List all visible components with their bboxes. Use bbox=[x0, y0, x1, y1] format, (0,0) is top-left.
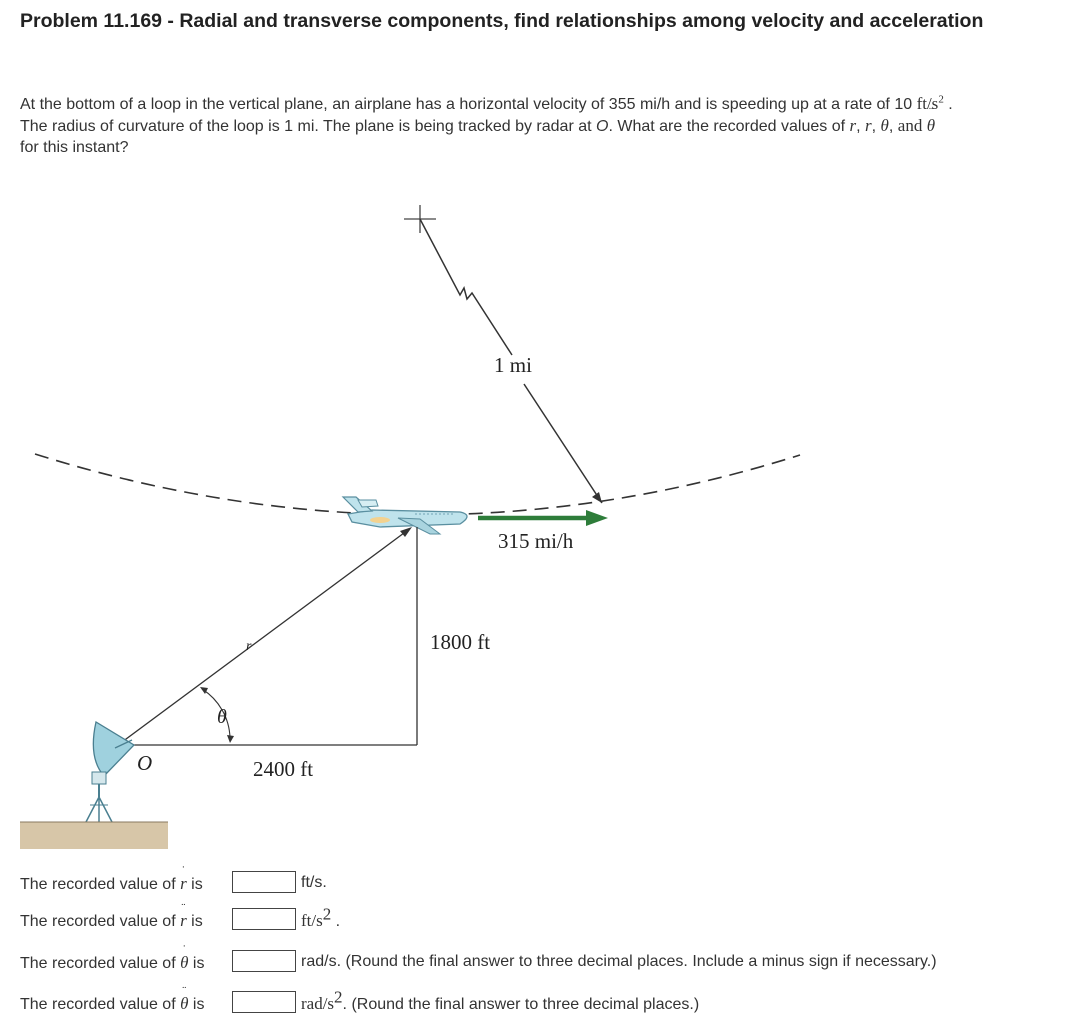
radius-arrowhead bbox=[592, 492, 602, 503]
radius-line bbox=[419, 218, 513, 356]
distance-label: 2400 ft bbox=[253, 757, 313, 781]
r-dot-unit: ft/s. bbox=[301, 874, 327, 891]
theta-arrowhead-top bbox=[200, 687, 208, 694]
r-ddot-answer-input[interactable] bbox=[232, 908, 296, 930]
theta-ddot-answer-input[interactable] bbox=[232, 991, 296, 1013]
theta-dot-answer-input[interactable] bbox=[232, 950, 296, 972]
statement-line-1: At the bottom of a loop in the vertical … bbox=[20, 93, 953, 113]
origin-label: O bbox=[137, 751, 152, 775]
r-dot-symbol: r˙ bbox=[180, 863, 187, 893]
statement-line-2: The radius of curvature of the loop is 1… bbox=[20, 104, 936, 135]
theta-arc bbox=[201, 688, 231, 739]
r-label: r bbox=[246, 639, 252, 654]
r-ddot-unit: ft/s2 . bbox=[301, 904, 341, 930]
radar-dish-icon bbox=[85, 720, 136, 823]
theta-label: θ bbox=[217, 706, 227, 728]
problem-statement: At the bottom of a loop in the vertical … bbox=[20, 93, 1065, 158]
radius-label: 1 mi bbox=[494, 353, 532, 377]
r-dot-answer-input[interactable] bbox=[232, 871, 296, 893]
speed-label: 315 mi/h bbox=[498, 529, 574, 553]
accel-unit: ft/s2 bbox=[916, 93, 944, 113]
ground bbox=[20, 822, 168, 849]
theta-dot-unit: rad/s. (Round the final answer to three … bbox=[301, 953, 937, 970]
r-dot-symbol: r˙ bbox=[849, 104, 857, 135]
loop-path bbox=[34, 453, 801, 516]
theta-dot-symbol: θ˙ bbox=[880, 104, 889, 135]
airplane-icon bbox=[341, 496, 468, 535]
problem-title: Problem 11.169 - Radial and transverse c… bbox=[20, 10, 984, 32]
theta-ddot-unit: rad/s2. (Round the final answer to three… bbox=[301, 987, 700, 1013]
statement-line-3: for this instant? bbox=[20, 139, 129, 156]
theta-arrowhead-bottom bbox=[227, 735, 234, 743]
r-ddot-symbol: r¨ bbox=[180, 900, 187, 930]
theta-dot-symbol: θ˙ bbox=[180, 942, 189, 972]
height-label: 1800 ft bbox=[430, 630, 490, 654]
velocity-arrowhead bbox=[586, 510, 608, 526]
theta-ddot-symbol: θ¨ bbox=[926, 104, 936, 135]
r-ddot-symbol: r¨ bbox=[865, 104, 872, 135]
radius-line-lower bbox=[523, 383, 603, 504]
r-line bbox=[117, 529, 409, 746]
r-arrowhead bbox=[400, 527, 412, 537]
theta-ddot-symbol: θ¨ bbox=[180, 983, 189, 1013]
airplane-radar-figure: 1 mi 315 mi/h r 1800 ft 2400 ft θ O bbox=[20, 205, 801, 849]
